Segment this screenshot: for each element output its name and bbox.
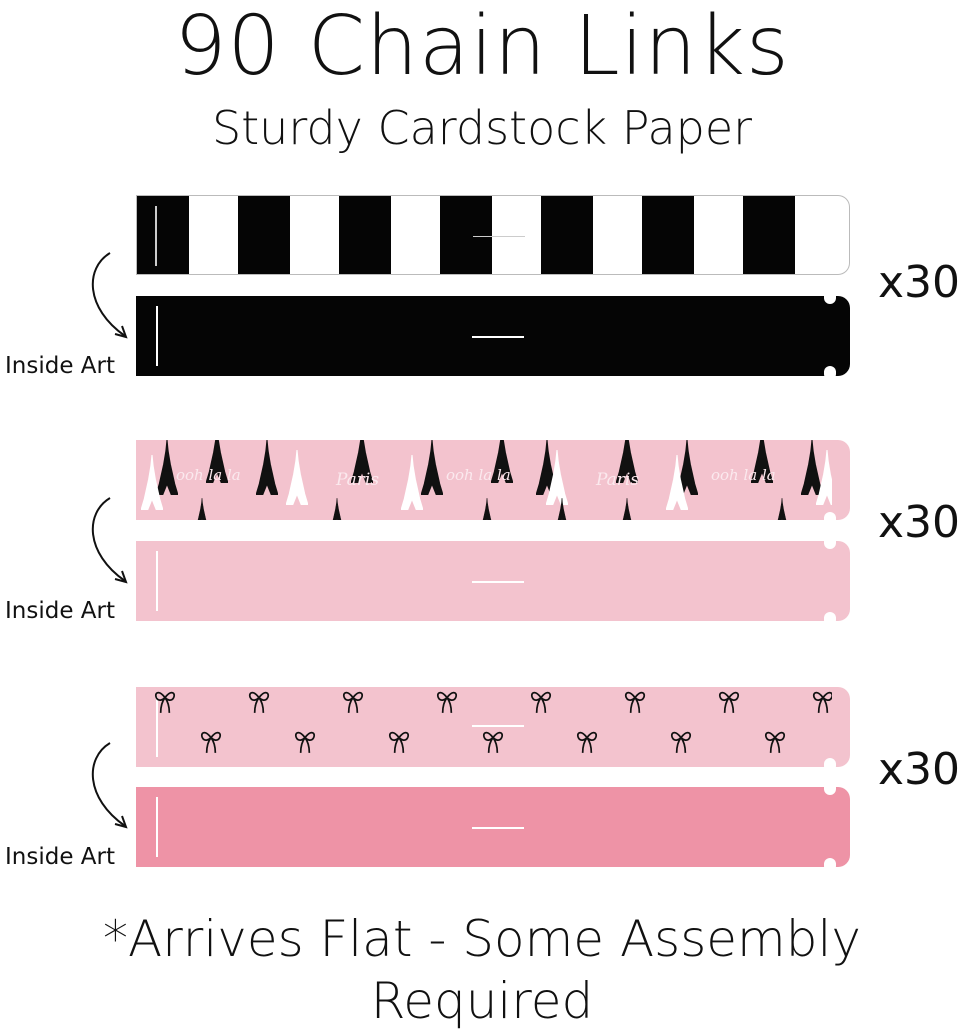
bow-icon (812, 691, 832, 713)
eiffel-tower-icon (801, 440, 823, 495)
notch (824, 612, 836, 626)
notch (824, 535, 836, 549)
bow-icon (718, 691, 740, 713)
bow-icon (200, 731, 222, 753)
quantity-label: x30 (878, 497, 961, 548)
notch (824, 366, 836, 380)
eiffel-tower-icon (351, 440, 373, 483)
pattern-text: Paris (336, 470, 380, 490)
slit (156, 697, 158, 757)
eiffel-tower-icon (546, 450, 568, 505)
eiffel-tower-icon (141, 455, 163, 510)
notch (824, 758, 836, 772)
eiffel-tower-icon (482, 498, 492, 520)
cut-line (472, 827, 524, 829)
inside-art-label: Inside Art (5, 844, 116, 870)
quantity-label: x30 (878, 744, 961, 795)
inside-black-strip (136, 296, 832, 376)
front-bow-strip (136, 687, 832, 767)
eiffel-tower-icon (256, 440, 278, 495)
cut-line (472, 725, 524, 727)
strip-tab (828, 195, 850, 275)
eiffel-tower-icon (421, 440, 443, 495)
bow-icon (576, 731, 598, 753)
cut-line (473, 236, 525, 237)
page-title: 90 Chain Links (174, 0, 790, 94)
bow-icon (764, 731, 786, 753)
notch (824, 858, 836, 872)
eiffel-tower-icon (332, 498, 342, 520)
notch (824, 512, 836, 526)
page-subtitle: Sturdy Cardstock Paper (211, 101, 753, 155)
eiffel-tower-icon (206, 440, 228, 483)
strip-tab (828, 541, 850, 621)
eiffel-tower-icon (557, 498, 567, 520)
inside-art-label: Inside Art (5, 598, 116, 624)
eiffel-tower-icon (816, 450, 832, 505)
bow-icon (436, 691, 458, 713)
pattern-text: ooh la la (711, 466, 776, 484)
eiffel-tower-icon (491, 440, 513, 483)
eiffel-tower-icon (751, 440, 773, 483)
inside-pink-strip (136, 541, 832, 621)
assembly-note: *Arrives Flat - Some Assembly Required (103, 910, 861, 1030)
front-stripe-strip (136, 195, 832, 275)
slit (156, 551, 158, 611)
curved-arrow-icon (91, 742, 128, 829)
eiffel-tower-icon (156, 440, 178, 495)
strip-tab (828, 296, 850, 376)
inside-art-label: Inside Art (5, 353, 116, 379)
eiffel-tower-icon (616, 440, 638, 483)
pattern-text: ooh la la (446, 466, 511, 484)
slit (156, 797, 158, 857)
pattern-text: Paris (596, 470, 640, 490)
bow-icon (530, 691, 552, 713)
bow-icon (294, 731, 316, 753)
bow-icon (624, 691, 646, 713)
eiffel-tower-icon (666, 455, 688, 510)
notch (824, 290, 836, 304)
eiffel-tower-icon (622, 498, 632, 520)
strip-tab (828, 787, 850, 867)
curved-arrow-icon (91, 252, 128, 339)
curved-arrow-icon (91, 497, 128, 584)
strip-tab (828, 687, 850, 767)
cut-line (472, 336, 524, 338)
front-eiffel-strip: ooh la la Paris ooh la la Paris ooh la l… (136, 440, 832, 520)
eiffel-tower-icon (401, 455, 423, 510)
eiffel-tower-icon (777, 498, 787, 520)
bow-icon (154, 691, 176, 713)
slit (156, 306, 158, 366)
pattern-text: ooh la la (176, 466, 241, 484)
inside-dark-pink-strip (136, 787, 832, 867)
bow-icon (482, 731, 504, 753)
eiffel-tower-icon (676, 440, 698, 495)
bow-icon (342, 691, 364, 713)
strip-tab (828, 440, 850, 520)
slit (155, 206, 157, 266)
eiffel-tower-icon (286, 450, 308, 505)
bow-icon (670, 731, 692, 753)
notch (824, 781, 836, 795)
quantity-label: x30 (878, 257, 961, 308)
bow-icon (248, 691, 270, 713)
bow-icon (388, 731, 410, 753)
cut-line (472, 581, 524, 583)
eiffel-tower-icon (197, 498, 207, 520)
